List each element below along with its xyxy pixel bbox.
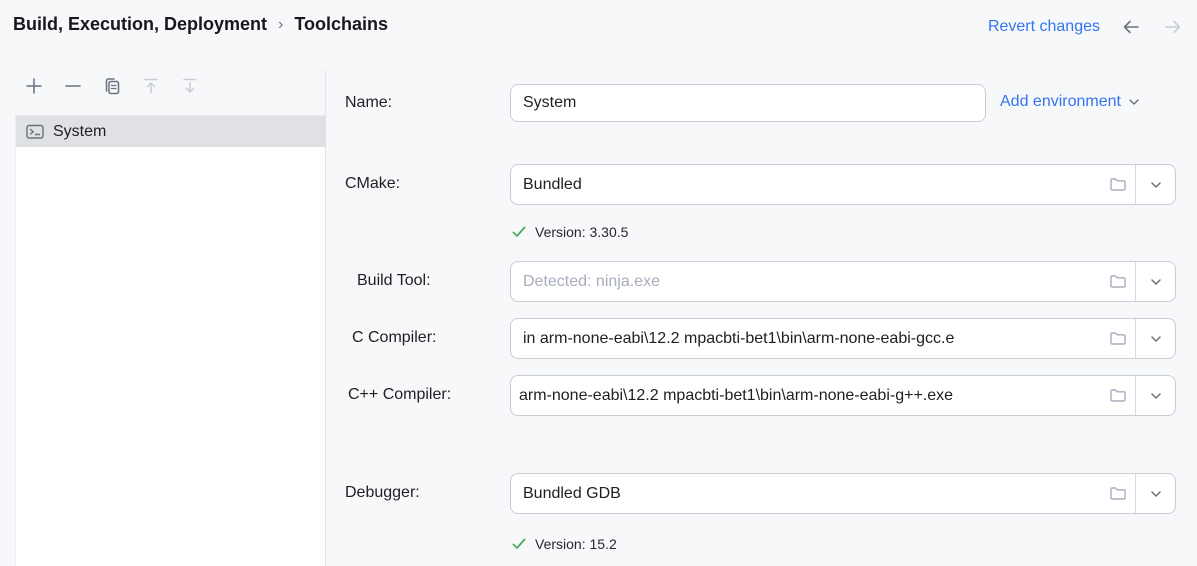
chevron-down-icon [1150, 490, 1161, 497]
cmake-label: CMake: [345, 175, 401, 192]
arrow-down-to-line-icon [183, 78, 197, 93]
forward-arrow-icon[interactable] [1162, 16, 1184, 38]
cmake-version-text: Version: 3.30.5 [535, 224, 629, 240]
check-icon [511, 536, 527, 552]
copy-icon [105, 78, 120, 95]
cpp-compiler-browse-button[interactable] [1101, 376, 1135, 415]
toolchain-list-item-system[interactable]: System [16, 116, 325, 147]
add-environment-link[interactable]: Add environment [1000, 93, 1142, 111]
folder-icon [1110, 388, 1126, 402]
cmake-version-row: Version: 3.30.5 [511, 224, 628, 240]
combo-separator [1135, 319, 1136, 358]
cpp-compiler-combobox [510, 375, 1176, 416]
plus-icon [26, 78, 42, 94]
breadcrumb: Build, Execution, Deployment › Toolchain… [13, 14, 388, 35]
debugger-dropdown-button[interactable] [1136, 474, 1175, 513]
terminal-icon [25, 122, 45, 142]
combo-separator [1135, 165, 1136, 204]
c-compiler-input[interactable] [511, 319, 1101, 358]
revert-changes-link[interactable]: Revert changes [987, 18, 1100, 35]
chevron-down-icon [1150, 278, 1161, 285]
move-up-button[interactable] [141, 76, 161, 96]
name-label: Name: [345, 94, 393, 111]
build-tool-browse-button[interactable] [1101, 262, 1135, 301]
chevron-down-icon [1150, 335, 1161, 342]
c-compiler-label: C Compiler: [352, 329, 437, 346]
add-button[interactable] [24, 76, 44, 96]
build-tool-combobox [510, 261, 1176, 302]
chevron-down-icon [1150, 181, 1161, 188]
folder-icon [1110, 177, 1126, 191]
chevron-down-icon [1129, 99, 1139, 105]
cmake-input[interactable] [511, 165, 1101, 204]
build-tool-input[interactable] [511, 262, 1101, 301]
cpp-compiler-label: C++ Compiler: [348, 386, 452, 403]
folder-icon [1110, 274, 1126, 288]
breadcrumb-parent[interactable]: Build, Execution, Deployment [13, 14, 268, 34]
breadcrumb-current: Toolchains [294, 14, 389, 34]
name-input[interactable] [510, 84, 986, 122]
remove-button[interactable] [63, 76, 83, 96]
cpp-compiler-dropdown-button[interactable] [1136, 376, 1175, 415]
combo-separator [1135, 474, 1136, 513]
cpp-compiler-input[interactable] [511, 376, 1101, 415]
duplicate-button[interactable] [102, 76, 122, 96]
cmake-browse-button[interactable] [1101, 165, 1135, 204]
debugger-version-text: Version: 15.2 [535, 536, 617, 552]
add-environment-label: Add environment [1000, 93, 1121, 110]
combo-separator [1135, 376, 1136, 415]
debugger-browse-button[interactable] [1101, 474, 1135, 513]
debugger-combobox [510, 473, 1176, 514]
debugger-label: Debugger: [345, 484, 420, 501]
folder-icon [1110, 486, 1126, 500]
folder-icon [1110, 331, 1126, 345]
toolchain-list: System [15, 115, 325, 566]
c-compiler-combobox [510, 318, 1176, 359]
arrow-up-from-line-icon [144, 78, 158, 94]
panel-divider [325, 70, 326, 566]
c-compiler-dropdown-button[interactable] [1136, 319, 1175, 358]
cmake-combobox [510, 164, 1176, 205]
breadcrumb-separator-icon: › [278, 15, 284, 33]
debugger-version-row: Version: 15.2 [511, 536, 617, 552]
cmake-dropdown-button[interactable] [1136, 165, 1175, 204]
c-compiler-browse-button[interactable] [1101, 319, 1135, 358]
header-actions: Revert changes [988, 16, 1184, 38]
toolchain-item-label: System [53, 122, 107, 140]
build-tool-label: Build Tool: [357, 272, 431, 289]
move-down-button[interactable] [180, 76, 200, 96]
combo-separator [1135, 262, 1136, 301]
check-icon [511, 224, 527, 240]
debugger-input[interactable] [511, 474, 1101, 513]
list-toolbar [24, 76, 200, 96]
build-tool-dropdown-button[interactable] [1136, 262, 1175, 301]
chevron-down-icon [1150, 392, 1161, 399]
minus-icon [65, 85, 81, 87]
back-arrow-icon[interactable] [1120, 16, 1142, 38]
